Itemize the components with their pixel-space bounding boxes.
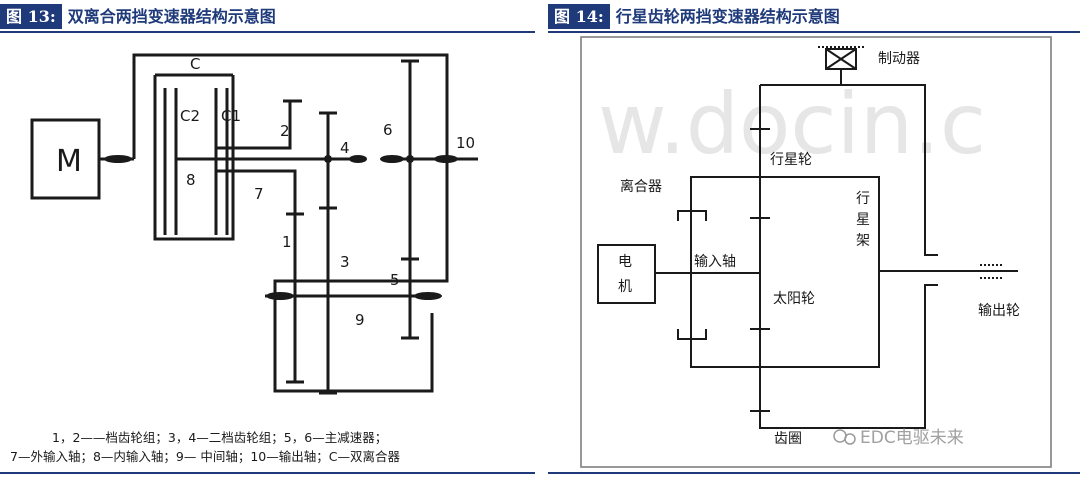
figure-14-panel: 图 14: 行星齿轮两挡变速器结构示意图 w.docin.c: [548, 0, 1080, 481]
figure-14-title: 行星齿轮两挡变速器结构示意图: [615, 7, 840, 26]
outer-input-shaft: [216, 169, 297, 214]
planetary-diagram: w.docin.c: [580, 36, 1052, 468]
label-6: 6: [383, 121, 393, 139]
figure-14-top-rule: [548, 31, 1080, 33]
label-motor-1: 电: [618, 254, 632, 270]
figure-14-header: 图 14: 行星齿轮两挡变速器结构示意图: [548, 4, 840, 29]
label-c2: C2: [180, 107, 200, 125]
label-carrier-1: 行: [856, 191, 870, 207]
label-7: 7: [254, 185, 264, 203]
dual-clutch-diagram: M C C2 C1 2 4 6 10 8 7 1 3 5 9 1，2——档齿轮组…: [10, 53, 478, 464]
label-10: 10: [456, 134, 475, 152]
label-2: 2: [280, 122, 290, 140]
label-4: 4: [340, 139, 350, 157]
label-output-gear: 输出轮: [978, 303, 1020, 319]
wechat-text: EDC电驱未来: [860, 428, 964, 448]
label-9: 9: [355, 311, 365, 329]
label-input-shaft: 输入轴: [694, 254, 736, 270]
label-motor-2: 机: [618, 279, 632, 295]
housing-outline: [132, 53, 449, 393]
label-8: 8: [186, 171, 196, 189]
label-planet-gear: 行星轮: [770, 152, 812, 168]
label-3: 3: [340, 253, 350, 271]
label-ring-gear: 齿圈: [774, 431, 802, 447]
figure-14-bottom-rule: [548, 472, 1080, 474]
label-sun-gear: 太阳轮: [773, 291, 815, 307]
ring-gear-top: [760, 84, 938, 256]
clutch-c-drum: [153, 137, 235, 241]
bearings: [104, 155, 458, 300]
figure-13-header: 图 13: 双离合两挡变速器结构示意图: [0, 4, 276, 29]
motor-label: M: [56, 144, 82, 179]
figure-13-number: 图 13:: [0, 4, 62, 29]
label-1: 1: [282, 233, 292, 251]
watermark-text: w.docin.c: [598, 75, 986, 173]
wechat-watermark: EDC电驱未来: [833, 428, 964, 448]
figure-13-panel: 图 13: 双离合两挡变速器结构示意图: [0, 0, 535, 481]
label-brake: 制动器: [878, 51, 920, 67]
figure-13-top-rule: [0, 31, 535, 33]
label-carrier-2: 星: [856, 212, 870, 228]
label-carrier-3: 架: [856, 233, 870, 249]
label-clutch: 离合器: [620, 178, 662, 195]
label-c: C: [190, 55, 200, 73]
label-c1: C1: [221, 107, 241, 125]
figure-14-number: 图 14:: [548, 4, 610, 29]
legend-line-1: 1，2——档齿轮组；3，4—二档齿轮组；5，6—主减速器；: [52, 430, 387, 445]
figure-13-title: 双离合两挡变速器结构示意图: [67, 7, 276, 26]
gear-2-link: [216, 101, 292, 150]
figure-13-bottom-rule: [0, 472, 535, 474]
label-5: 5: [390, 271, 400, 289]
legend-line-2: 7—外输入轴；8—内输入轴；9— 中间轴；10—输出轴；C—双离合器: [10, 449, 400, 464]
diagram-frame: [580, 36, 1052, 468]
